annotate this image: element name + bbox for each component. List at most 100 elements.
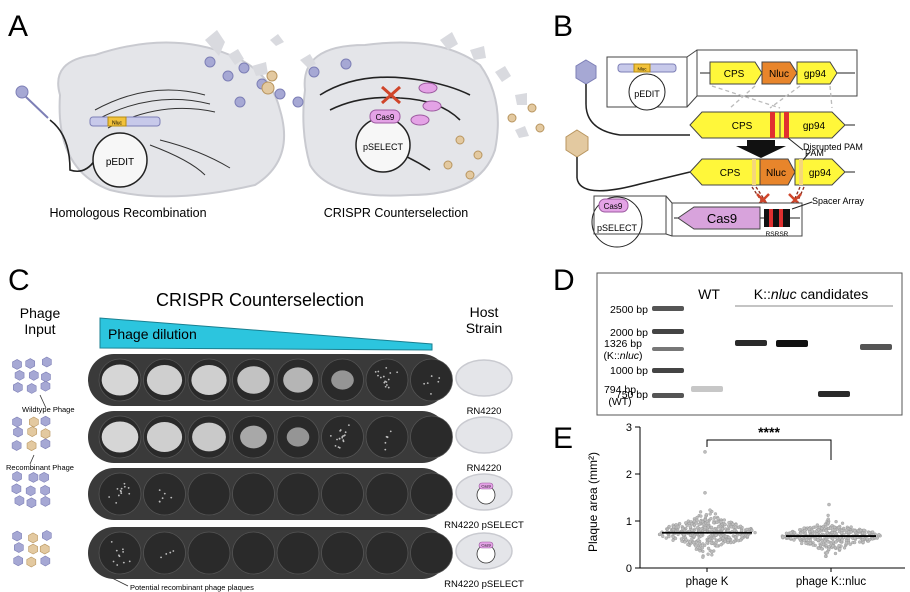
plaque-spot (237, 366, 270, 394)
plate-well (232, 531, 275, 575)
phage-dna-b-bottom (576, 171, 691, 192)
nluc-insert-a (107, 116, 127, 127)
plaque-dot (385, 366, 388, 369)
rsrsr-label: RSRSR (766, 231, 789, 238)
data-point (713, 512, 718, 516)
recombinant-phage-icon (40, 428, 51, 439)
plaque-dot (389, 430, 392, 433)
data-point (692, 534, 696, 538)
outlier-point (703, 450, 707, 454)
data-point (729, 540, 733, 545)
caption-homologous-recombination: Homologous Recombination (49, 206, 206, 220)
gel-candidates-label: K::nluc candidates (754, 286, 868, 302)
plaque-spot (331, 370, 354, 390)
panel-label-e: E (553, 422, 573, 455)
cas9-gene-label: Cas9 (707, 211, 737, 226)
data-point (871, 530, 875, 534)
data-point (658, 532, 662, 536)
wildtype-phage-icon (42, 356, 52, 368)
data-point (832, 525, 837, 530)
plaque-dot (430, 393, 432, 395)
plaque-dot (161, 497, 164, 500)
plaque-dot (117, 494, 120, 497)
data-point (852, 540, 857, 545)
data-point (792, 538, 796, 542)
data-point (831, 544, 835, 548)
data-point (817, 546, 821, 551)
data-point (853, 529, 857, 533)
plaque-spot (286, 427, 310, 447)
disrupted-pam-label: Disrupted PAM (803, 142, 863, 152)
plaque-dot (123, 485, 126, 488)
data-point (820, 547, 824, 551)
spacer-array-pointer (791, 201, 813, 210)
outlier-point (703, 491, 707, 495)
spacer-array-label: Spacer Array (812, 196, 865, 206)
plaque-dot (385, 384, 388, 386)
data-point (807, 529, 812, 534)
wildtype-phage-icon (40, 485, 50, 496)
data-point (714, 540, 718, 545)
plaque-dot (169, 551, 172, 554)
plaque-dot (384, 448, 387, 451)
plaque-spot (101, 364, 139, 396)
data-point (808, 538, 813, 543)
wildtype-phage-icon (12, 530, 22, 542)
data-point (701, 555, 705, 559)
data-point (808, 541, 812, 545)
wildtype-phage-icon (13, 426, 23, 438)
phage-icon-b-bottom (565, 129, 589, 178)
plaque-dot (122, 548, 124, 551)
wildtype-phage-icon (13, 555, 24, 567)
wildtype-phage-icon (14, 542, 24, 553)
cell-debris-right (300, 32, 529, 138)
pam-mark-wt-1 (770, 112, 775, 138)
cps-label-top: CPS (724, 69, 745, 80)
plaque-dot (389, 372, 392, 374)
data-point (811, 543, 815, 547)
chart-ylabel: Plaque area (mm²) (586, 452, 600, 552)
data-point (664, 536, 668, 540)
plaque-dot (115, 549, 118, 552)
data-point (739, 538, 743, 542)
data-point (745, 534, 750, 538)
nluc-mini-label: Nluc (637, 67, 647, 72)
data-point (700, 546, 705, 550)
host-strain-label: RN4220 pSELECT (444, 520, 524, 531)
nluc-label-top: Nluc (769, 69, 789, 80)
data-point (825, 551, 829, 555)
data-point (704, 513, 709, 517)
wildtype-phage-icon (12, 416, 22, 428)
plate-well (410, 415, 453, 459)
phage-group-left (15, 56, 286, 119)
cas9-mini-icon (478, 482, 494, 490)
outlier-point (827, 502, 831, 507)
wildtype-phage-icon (26, 497, 37, 509)
data-point (703, 518, 708, 522)
data-point (688, 533, 693, 538)
data-point (877, 532, 881, 537)
wildtype-phage-icon (11, 440, 22, 451)
data-point (712, 516, 717, 520)
plaque-dot (385, 435, 388, 438)
pselect-plasmid-label-b: pSELECT (597, 223, 638, 233)
plaque-dot (172, 550, 175, 552)
pam-label: PAM (805, 148, 824, 158)
plaque-dot (385, 381, 388, 383)
data-point (690, 537, 694, 541)
caption-crispr-counterselection: CRISPR Counterselection (324, 206, 469, 220)
data-point (837, 525, 841, 530)
plaque-dot (343, 434, 345, 437)
cas9-protein-label-b: Cas9 (604, 202, 623, 211)
x-tick-label: phage K::nluc (796, 576, 867, 588)
plate-well (276, 531, 320, 575)
plaque-spot (146, 422, 183, 452)
pam-mark-wt-2 (784, 112, 789, 138)
data-point (816, 528, 821, 532)
plaque-spot (101, 421, 139, 453)
wildtype-phage-icon (40, 555, 51, 567)
data-point (703, 525, 707, 530)
data-point (844, 541, 849, 545)
disrupted-pam-2 (799, 159, 803, 185)
data-point (694, 547, 698, 551)
